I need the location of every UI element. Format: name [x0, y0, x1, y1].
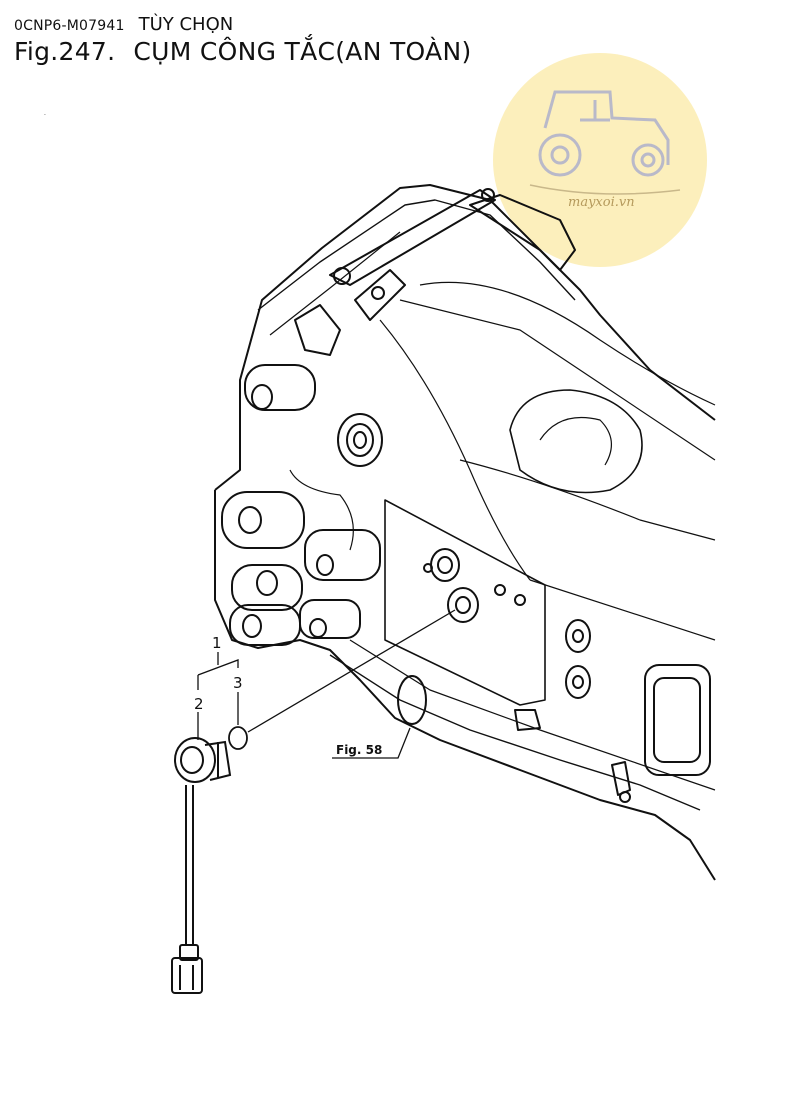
- part-code: 0CNP6-M07941: [14, 18, 125, 34]
- figure-number: Fig.247.: [14, 37, 116, 66]
- callout-1: 1: [212, 634, 222, 652]
- transmission-housing: [214, 184, 716, 881]
- page-header: 0CNP6-M07941 TÙY CHỌN Fig.247. CỤM CÔNG T…: [14, 14, 472, 66]
- callout-3: 3: [233, 674, 243, 692]
- safety-switch: [171, 737, 232, 994]
- o-ring: [228, 726, 248, 750]
- figure-name: CỤM CÔNG TẮC(AN TOÀN): [133, 37, 472, 66]
- callout-2: 2: [194, 695, 204, 713]
- option-label: TÙY CHỌN: [138, 14, 234, 35]
- figure-reference: Fig. 58: [336, 743, 382, 757]
- leader-lines: [197, 609, 456, 759]
- stray-dot: .: [44, 110, 46, 117]
- watermark-text: mayxoi.vn: [568, 195, 635, 210]
- figure-title: Fig.247. CỤM CÔNG TẮC(AN TOÀN): [14, 37, 472, 66]
- tractor-icon: [538, 90, 670, 177]
